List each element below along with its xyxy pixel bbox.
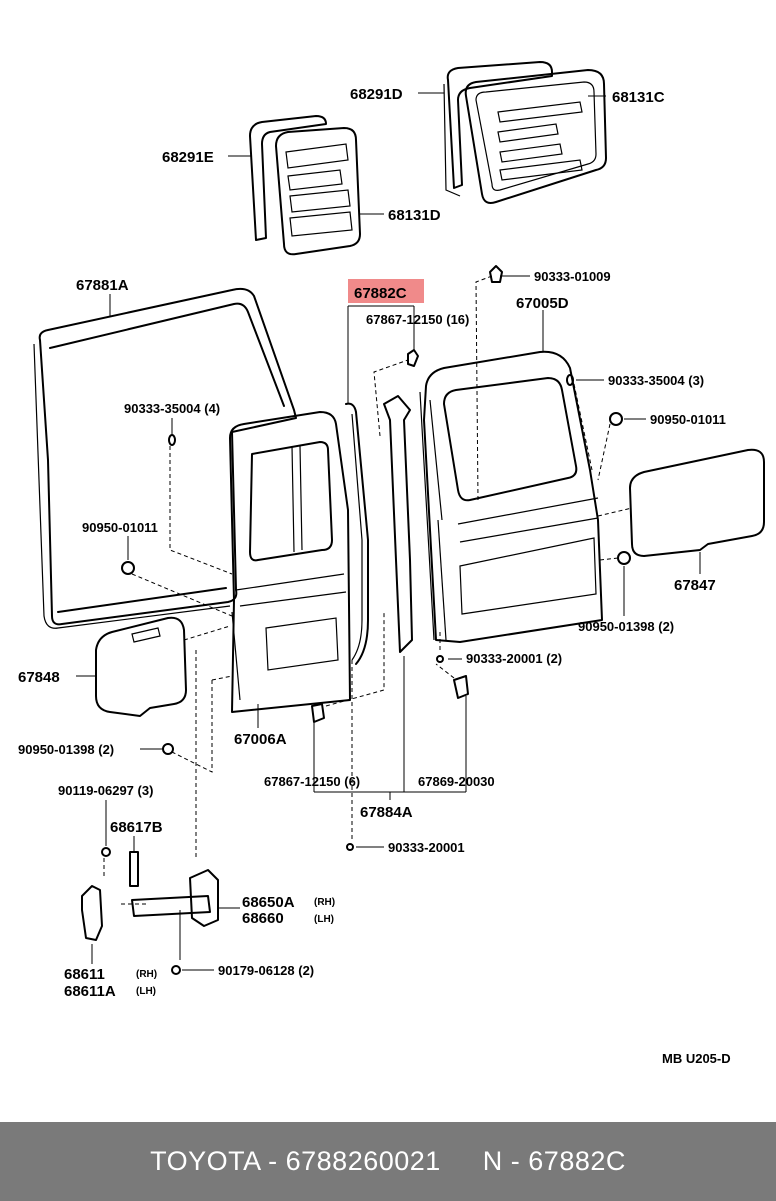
label-68611: 68611 [64, 966, 105, 983]
label-90333-20001-2: 90333-20001 (2) [466, 651, 562, 666]
weatherstrip-67881a [33, 287, 297, 629]
footer-brand-part-number: TOYOTA - 6788260021 [150, 1146, 441, 1176]
window-glass-68131d [275, 127, 361, 256]
label-lh-2: (LH) [136, 986, 156, 997]
label-67867-16: 67867-12150 (16) [366, 312, 469, 327]
label-68617b: 68617B [110, 819, 163, 836]
label-68660: 68660 [242, 910, 284, 927]
leader-lines [76, 92, 701, 971]
door-panel-67005d [419, 350, 603, 643]
door-panel-67006a [229, 411, 351, 713]
label-90333-20001: 90333-20001 [388, 840, 465, 855]
label-90179-06128: 90179-06128 (2) [218, 963, 314, 978]
label-lh-1: (LH) [314, 914, 334, 925]
label-68291e: 68291E [162, 149, 214, 166]
door-check-67884a [383, 395, 413, 653]
label-90333-35004-4: 90333-35004 (4) [124, 401, 220, 416]
label-68291d: 68291D [350, 86, 403, 103]
label-90333-01009: 90333-01009 [534, 269, 611, 284]
label-68611a: 68611A [64, 983, 116, 1000]
label-67882c: 67882C [354, 285, 407, 302]
window-seal-68291d [443, 61, 553, 197]
label-67005d: 67005D [516, 295, 569, 312]
label-67869-20030: 67869-20030 [418, 774, 495, 789]
label-67881a: 67881A [76, 277, 129, 294]
label-90119-06297: 90119-06297 (3) [58, 783, 153, 798]
highlight-67882c [348, 279, 424, 303]
dashed-lines [103, 275, 633, 905]
hinge-assembly [81, 847, 219, 975]
footer-reference-number: N - 67882C [482, 1146, 626, 1176]
diagram-code: MB U205-D [662, 1051, 731, 1066]
label-68650a: 68650A [242, 894, 295, 911]
window-glass-68131c [464, 69, 607, 204]
part-labels: 68291D 68131C 68291E 68131D 67881A 67882… [18, 86, 731, 1066]
label-67867-6: 67867-12150 (6) [264, 774, 360, 789]
window-seal-68291e [249, 115, 327, 241]
footer-bar: TOYOTA - 6788260021 N - 67882C [0, 1122, 776, 1201]
trim-board-67847 [629, 448, 765, 557]
label-90950-01398-left: 90950-01398 (2) [18, 742, 114, 757]
label-90950-01398-right: 90950-01398 (2) [578, 619, 674, 634]
label-90333-35004-3: 90333-35004 (3) [608, 373, 704, 388]
label-67848: 67848 [18, 669, 60, 686]
label-67847: 67847 [674, 577, 716, 594]
trim-board-67848 [95, 616, 187, 717]
label-90950-01011-right: 90950-01011 [650, 412, 726, 427]
label-68131d: 68131D [388, 207, 441, 224]
parts-diagram: 68291D 68131C 68291E 68131D 67881A 67882… [18, 61, 765, 1066]
label-67006a: 67006A [234, 731, 287, 748]
weatherstrip-67882c [345, 402, 369, 665]
label-67884a: 67884A [360, 804, 413, 821]
hardware [121, 265, 631, 851]
label-90950-01011-left: 90950-01011 [82, 520, 158, 535]
label-68131c: 68131C [612, 89, 665, 106]
label-rh-1: (RH) [314, 897, 335, 908]
label-rh-2: (RH) [136, 969, 157, 980]
